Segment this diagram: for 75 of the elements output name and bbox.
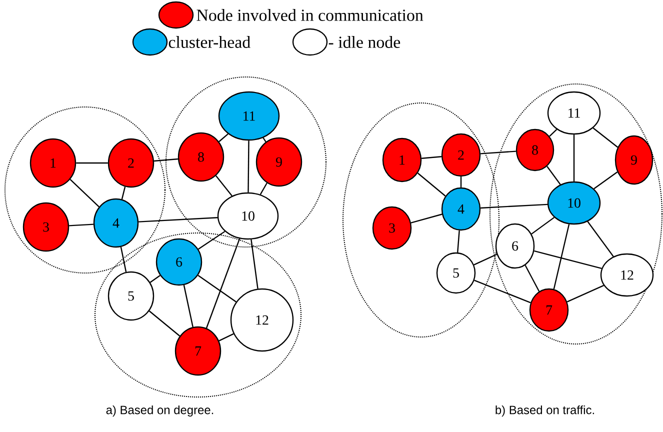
link-line [474, 254, 498, 266]
link-line [474, 280, 531, 304]
graph-node: 10 [547, 181, 601, 225]
link-line [524, 265, 540, 292]
graph-node: 2 [441, 133, 481, 177]
link-line [69, 224, 94, 226]
link-line [587, 221, 614, 257]
link-line [553, 224, 570, 290]
panel-caption: a) Based on degree. [106, 405, 214, 417]
graph-node: 9 [256, 137, 302, 187]
graph-node: 7 [174, 326, 222, 376]
link-line [198, 274, 236, 302]
graph-node: 1 [382, 138, 422, 182]
link-line [531, 216, 555, 234]
link-line [183, 284, 194, 328]
link-line [138, 217, 218, 222]
graph-node: 3 [372, 206, 412, 250]
legend-text: cluster-head [168, 36, 250, 48]
link-line [76, 162, 108, 164]
graph-node: 6 [156, 238, 202, 286]
graph-node: 4 [441, 187, 481, 231]
graph-node: 1 [30, 138, 76, 188]
link-line [250, 239, 258, 289]
graph-node: 12 [230, 288, 294, 352]
legend-text: - idle node [328, 36, 400, 48]
link-line [206, 238, 240, 328]
graph-node: 10 [217, 192, 279, 240]
graph-node: 11 [547, 91, 601, 135]
link-line [218, 333, 234, 342]
graph-node: 12 [600, 253, 654, 297]
graph-node: 9 [614, 135, 654, 185]
link-line [592, 128, 618, 148]
graph-node: 7 [529, 288, 569, 332]
link-line [549, 128, 558, 137]
cluster-outline [4, 106, 166, 274]
legend-text: Node involved in communication [196, 9, 424, 21]
link-line [121, 186, 126, 200]
graph-node: 2 [108, 138, 154, 188]
link-line [154, 158, 178, 162]
link-line [573, 134, 575, 182]
cluster-outline [94, 232, 302, 398]
cluster-outline [166, 76, 326, 248]
link-line [260, 182, 268, 195]
link-line [534, 250, 602, 270]
graph-node: 3 [22, 202, 70, 252]
graph-node: 11 [218, 91, 280, 141]
link-line [218, 133, 228, 142]
cluster-outline [490, 84, 662, 344]
link-line [417, 172, 446, 196]
link-line [150, 274, 160, 283]
link-line [460, 176, 462, 188]
link-line [480, 204, 548, 209]
link-line [198, 230, 226, 250]
graph-node: 5 [108, 271, 154, 321]
link-line [457, 230, 460, 253]
link-line [422, 156, 442, 159]
link-line [70, 178, 100, 208]
link-line [148, 310, 180, 336]
cluster-outline [342, 102, 500, 338]
graph-node: 5 [436, 252, 476, 294]
link-line [480, 150, 516, 154]
link-line [262, 137, 266, 142]
link-line [546, 166, 561, 185]
link-line [410, 214, 442, 224]
graph-node: 6 [495, 223, 535, 269]
graph-node: 4 [93, 198, 139, 248]
link-line [566, 284, 604, 302]
panel-caption: b) Based on traffic. [496, 405, 594, 417]
link-line [120, 246, 127, 272]
node-label: 12 [621, 270, 634, 280]
graph-node: 8 [178, 132, 224, 182]
link-line [215, 175, 232, 196]
link-line [248, 140, 250, 192]
link-line [594, 171, 618, 190]
graph-node: 8 [516, 128, 554, 172]
